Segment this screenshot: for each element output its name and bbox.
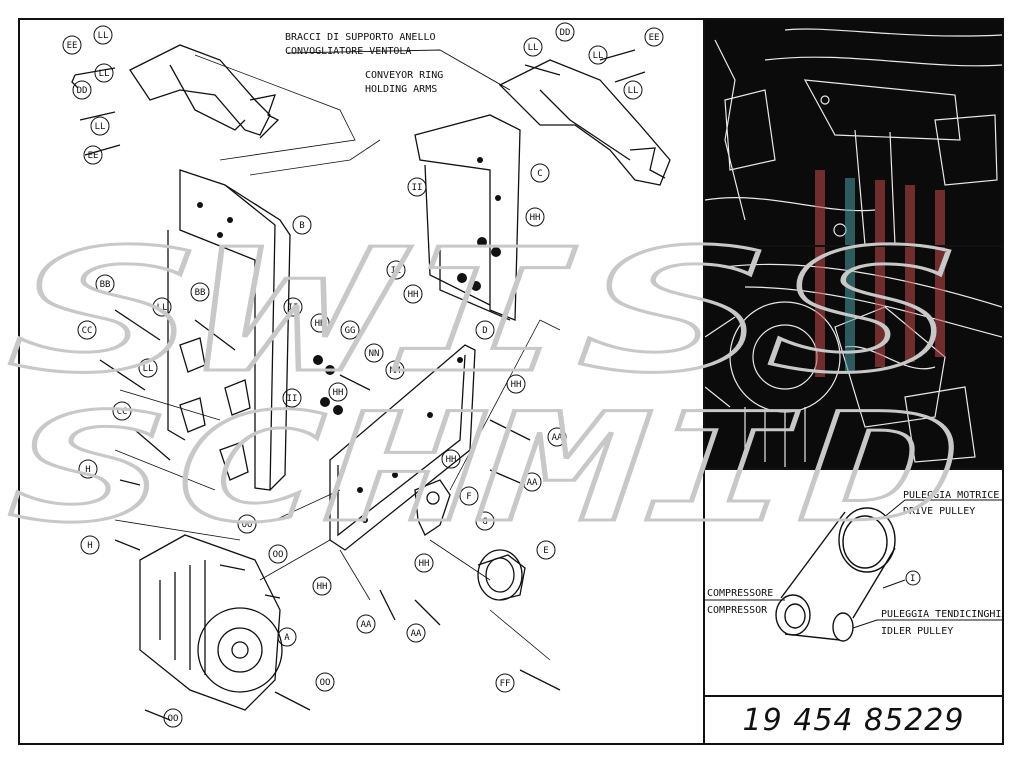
belt-label: I xyxy=(910,574,915,584)
compressor-a xyxy=(139,534,281,711)
diagram-frame xyxy=(18,18,1004,745)
part-label: H xyxy=(85,465,90,475)
part-label: II xyxy=(287,394,298,404)
part-label: BB xyxy=(100,280,111,290)
part-label: E xyxy=(543,546,548,556)
part-label: HH xyxy=(315,319,326,329)
part-label: II xyxy=(412,183,423,193)
plate-c xyxy=(414,114,521,321)
photo-divider xyxy=(705,468,1002,470)
part-label: AA xyxy=(411,629,422,639)
part-label: LL xyxy=(528,43,539,53)
part-label: MM xyxy=(390,366,401,376)
part-label: HH xyxy=(530,213,541,223)
part-label: HH xyxy=(333,388,344,398)
part-label: GG xyxy=(345,326,356,336)
part-label: NN xyxy=(369,349,380,359)
part-label: LL xyxy=(95,122,106,132)
part-label: II xyxy=(391,266,402,276)
right-arm-bracket xyxy=(498,59,671,186)
part-label: EE xyxy=(649,33,660,43)
part-label: HH xyxy=(408,290,419,300)
part-label: LL xyxy=(593,51,604,61)
part-label: AA xyxy=(527,478,538,488)
heading-en-line2: HOLDING ARMS xyxy=(365,84,437,95)
part-label: D xyxy=(482,326,487,336)
part-number-box: 19 454 85229 xyxy=(705,697,1002,743)
engine-bay-photo xyxy=(705,20,1002,245)
part-label: DD xyxy=(560,28,571,38)
part-label: A xyxy=(284,633,290,643)
belt-line xyxy=(780,511,846,599)
part-label: AA xyxy=(552,433,563,443)
photo-divider xyxy=(705,245,1002,247)
part-label: HH xyxy=(511,380,522,390)
part-label: H xyxy=(87,541,92,551)
belt-routing-diagram: PULEGGIA MOTRICE DRIVE PULLEY COMPRESSOR… xyxy=(705,470,1007,695)
left-arm-bracket xyxy=(129,44,271,136)
part-label: LL xyxy=(157,303,168,313)
part-label: G xyxy=(482,517,487,527)
part-label: OO xyxy=(320,678,331,688)
part-label: BB xyxy=(195,288,206,298)
part-label: LL xyxy=(628,86,639,96)
part-number: 19 454 85229 xyxy=(742,702,965,738)
drive-pulley-label-it: PULEGGIA MOTRICE xyxy=(903,490,999,501)
heading-it-line2: CONVOGLIATORE VENTOLA xyxy=(285,46,411,57)
drive-pulley-label-en: DRIVE PULLEY xyxy=(903,506,975,517)
compressor-label-en: COMPRESSOR xyxy=(707,605,768,616)
code-divider xyxy=(705,695,1002,697)
part-label: F xyxy=(466,492,471,502)
exploded-view-diagram: BRACCI DI SUPPORTO ANELLO CONVOGLIATORE … xyxy=(20,20,703,743)
part-label: B xyxy=(299,221,304,231)
part-label: C xyxy=(537,169,542,179)
part-label: EE xyxy=(67,41,78,51)
part-label: AA xyxy=(361,620,372,630)
part-label: OO xyxy=(168,714,179,724)
part-label: OO xyxy=(242,520,253,530)
part-label: LL xyxy=(143,364,154,374)
compressor-label-it: COMPRESSORE xyxy=(707,588,773,599)
part-label: CC xyxy=(117,407,128,417)
part-label: HH xyxy=(419,559,430,569)
part-label: CC xyxy=(82,326,93,336)
tensioner-f xyxy=(414,479,451,536)
drive-pulley-icon xyxy=(838,507,896,573)
part-label: EE xyxy=(88,151,99,161)
part-label: II xyxy=(288,303,299,313)
part-label: HH xyxy=(317,582,328,592)
idler-pulley-label-it: PULEGGIA TENDICINGHIA xyxy=(881,609,1002,620)
heading-en-line1: CONVEYOR RING xyxy=(365,70,443,81)
part-label: OO xyxy=(273,550,284,560)
part-label-group: EELLDDLLLLEEDDLLLLLLEEBCIIHHIIHHBBLLBBCC… xyxy=(67,28,660,724)
part-label: FF xyxy=(500,679,511,689)
part-label: LL xyxy=(98,31,109,41)
part-label: HH xyxy=(446,455,457,465)
part-label: DD xyxy=(77,86,88,96)
idler-pulley-icon xyxy=(832,612,854,642)
part-label: LL xyxy=(99,69,110,79)
panel-divider xyxy=(703,20,705,743)
heading-it-line1: BRACCI DI SUPPORTO ANELLO xyxy=(285,32,436,43)
compressor-photo xyxy=(705,247,1002,468)
idler-pulley-label-en: IDLER PULLEY xyxy=(881,626,953,637)
plate-b xyxy=(179,169,276,491)
exploded-view-svg: BRACCI DI SUPPORTO ANELLO CONVOGLIATORE … xyxy=(62,22,671,728)
